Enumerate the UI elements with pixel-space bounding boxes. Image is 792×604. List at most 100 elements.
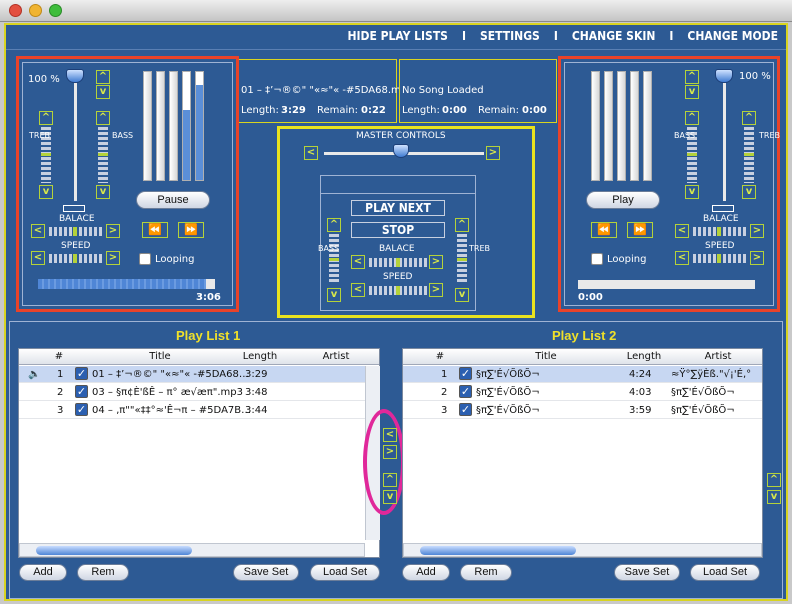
playlist1-col-length[interactable]: Length — [242, 351, 278, 362]
right-progress-track[interactable] — [578, 280, 755, 289]
right-rewind-button[interactable]: ⏪ — [591, 222, 617, 238]
left-bass-down-button[interactable]: v — [96, 185, 110, 199]
master-bass-down-button[interactable]: v — [327, 288, 341, 302]
master-treb-up-button[interactable]: ^ — [455, 218, 469, 232]
playlist2-col-artist[interactable]: Artist — [704, 351, 732, 362]
hide-playlists-link[interactable]: HIDE PLAY LISTS — [347, 29, 448, 43]
right-balace-right-button[interactable]: > — [750, 224, 764, 238]
left-volume-knob[interactable] — [66, 69, 84, 83]
close-window-button[interactable] — [9, 4, 22, 17]
row-checkbox[interactable]: ✓ — [459, 403, 472, 416]
playlist1-add-button[interactable]: Add — [19, 564, 67, 581]
playlist1-rem-button[interactable]: Rem — [77, 564, 129, 581]
right-vol-down-button[interactable]: v — [685, 85, 699, 99]
left-looping-checkbox[interactable] — [139, 253, 151, 265]
master-crossfade-right-button[interactable]: > — [486, 146, 500, 160]
playlist1-col-num[interactable]: # — [54, 351, 64, 362]
playlist2-row[interactable]: 2 ✓ §π∑'É√ÕßÕ¬ 4:03 §π∑'É√ÕßÕ¬ — [403, 384, 762, 401]
right-speed-left-button[interactable]: < — [675, 251, 689, 265]
playlist1-row[interactable]: 3 ✓ 04 – ‚π""«‡‡°≈'Ê¬π – #5DA7B… 3:44 — [19, 402, 379, 419]
playlist2-col-length[interactable]: Length — [626, 351, 662, 362]
left-fastforward-button[interactable]: ⏩ — [178, 222, 204, 238]
left-balace-left-button[interactable]: < — [31, 224, 45, 238]
right-balace-left-button[interactable]: < — [675, 224, 689, 238]
left-speed-left-button[interactable]: < — [31, 251, 45, 265]
row-checkbox[interactable]: ✓ — [75, 385, 88, 398]
playlist1-hscroll[interactable] — [19, 543, 365, 557]
master-speed-left-button[interactable]: < — [351, 283, 365, 297]
change-mode-link[interactable]: CHANGE MODE — [687, 29, 778, 43]
right-looping-checkbox[interactable] — [591, 253, 603, 265]
playlist1-hscroll-thumb[interactable] — [36, 546, 192, 555]
left-vu-meter-1 — [143, 71, 152, 181]
playlist2-hscroll-thumb[interactable] — [420, 546, 576, 555]
right-speed-right-button[interactable]: > — [750, 251, 764, 265]
playlist2-move-up-button[interactable]: ^ — [767, 473, 781, 487]
zoom-window-button[interactable] — [49, 4, 62, 17]
playlist2-col-title[interactable]: Title — [535, 351, 557, 362]
left-rewind-button[interactable]: ⏪ — [142, 222, 168, 238]
minimize-window-button[interactable] — [29, 4, 42, 17]
master-bass-up-button[interactable]: ^ — [327, 218, 341, 232]
left-vol-down-button[interactable]: v — [96, 85, 110, 99]
playlist2-row[interactable]: 1 ✓ §π∑'É√ÕßÕ¬ 4:24 ≈Ÿ°∑ÿÈß."√¡'É,° — [403, 366, 762, 383]
row-number: 2 — [57, 387, 64, 398]
row-length: 3:59 — [629, 405, 652, 416]
left-bass-level — [98, 153, 108, 156]
row-checkbox[interactable]: ✓ — [75, 367, 88, 380]
master-speed-right-button[interactable]: > — [429, 283, 443, 297]
left-progress-track[interactable] — [38, 279, 215, 289]
master-treb-down-button[interactable]: v — [455, 288, 469, 302]
row-checkbox[interactable]: ✓ — [459, 367, 472, 380]
left-speed-right-button[interactable]: > — [106, 251, 120, 265]
right-treb-down-button[interactable]: v — [742, 185, 756, 199]
playlist2-save-set-button[interactable]: Save Set — [614, 564, 680, 581]
master-treb-level — [457, 258, 467, 261]
left-balace-right-button[interactable]: > — [106, 224, 120, 238]
master-balace-label: BALACE — [379, 244, 415, 254]
change-skin-link[interactable]: CHANGE SKIN — [571, 29, 656, 43]
playlist1-row[interactable]: 2 ✓ 03 – §π¢È'ßÊ – π° æ√æπ".mp3 3:48 — [19, 384, 379, 401]
transfer-down-button[interactable]: v — [383, 490, 397, 504]
playlist2-rem-button[interactable]: Rem — [460, 564, 512, 581]
left-bass-up-button[interactable]: ^ — [96, 111, 110, 125]
playlist1-col-title[interactable]: Title — [149, 351, 171, 362]
playlist2-row[interactable]: 3 ✓ §π∑'É√ÕßÕ¬ 3:59 §π∑'É√ÕßÕ¬ — [403, 402, 762, 419]
right-treb-up-button[interactable]: ^ — [742, 111, 756, 125]
right-song-title: No Song Loaded — [402, 85, 484, 96]
row-checkbox[interactable]: ✓ — [75, 403, 88, 416]
left-treb-down-button[interactable]: v — [39, 185, 53, 199]
play-next-button[interactable]: PLAY NEXT — [351, 200, 445, 216]
playlist2-col-num[interactable]: # — [435, 351, 445, 362]
row-title: 01 – ‡’¬®©" "«≈"« -#5DA68… — [92, 369, 249, 380]
right-bass-up-button[interactable]: ^ — [685, 111, 699, 125]
master-crossfade-left-button[interactable]: < — [304, 146, 318, 160]
playlist2-move-down-button[interactable]: v — [767, 490, 781, 504]
right-volume-knob[interactable] — [715, 69, 733, 83]
master-balace-right-button[interactable]: > — [429, 255, 443, 269]
right-vol-up-button[interactable]: ^ — [685, 70, 699, 84]
right-play-button[interactable]: Play — [586, 191, 660, 209]
transfer-up-button[interactable]: ^ — [383, 473, 397, 487]
playlist2-hscroll[interactable] — [403, 543, 762, 557]
stop-button[interactable]: STOP — [351, 222, 445, 238]
right-balace-label: BALACE — [703, 214, 739, 224]
row-checkbox[interactable]: ✓ — [459, 385, 472, 398]
master-balace-left-button[interactable]: < — [351, 255, 365, 269]
playlist1-save-set-button[interactable]: Save Set — [233, 564, 299, 581]
playlist1-row[interactable]: 🔈 1 ✓ 01 – ‡’¬®©" "«≈"« -#5DA68… 3:29 — [19, 366, 379, 383]
playlist2-add-button[interactable]: Add — [402, 564, 450, 581]
playlist1-load-set-button[interactable]: Load Set — [310, 564, 380, 581]
master-crossfade-knob[interactable] — [393, 144, 409, 158]
right-bass-down-button[interactable]: v — [685, 185, 699, 199]
playlist2-load-set-button[interactable]: Load Set — [690, 564, 760, 581]
playlist1-col-artist[interactable]: Artist — [322, 351, 350, 362]
left-vol-up-button[interactable]: ^ — [96, 70, 110, 84]
left-treb-up-button[interactable]: ^ — [39, 111, 53, 125]
left-pause-button[interactable]: Pause — [136, 191, 210, 209]
transfer-left-button[interactable]: < — [383, 428, 397, 442]
right-length-label: Length: — [402, 105, 440, 116]
right-fastforward-button[interactable]: ⏩ — [627, 222, 653, 238]
transfer-right-button[interactable]: > — [383, 445, 397, 459]
settings-link[interactable]: SETTINGS — [479, 29, 540, 43]
